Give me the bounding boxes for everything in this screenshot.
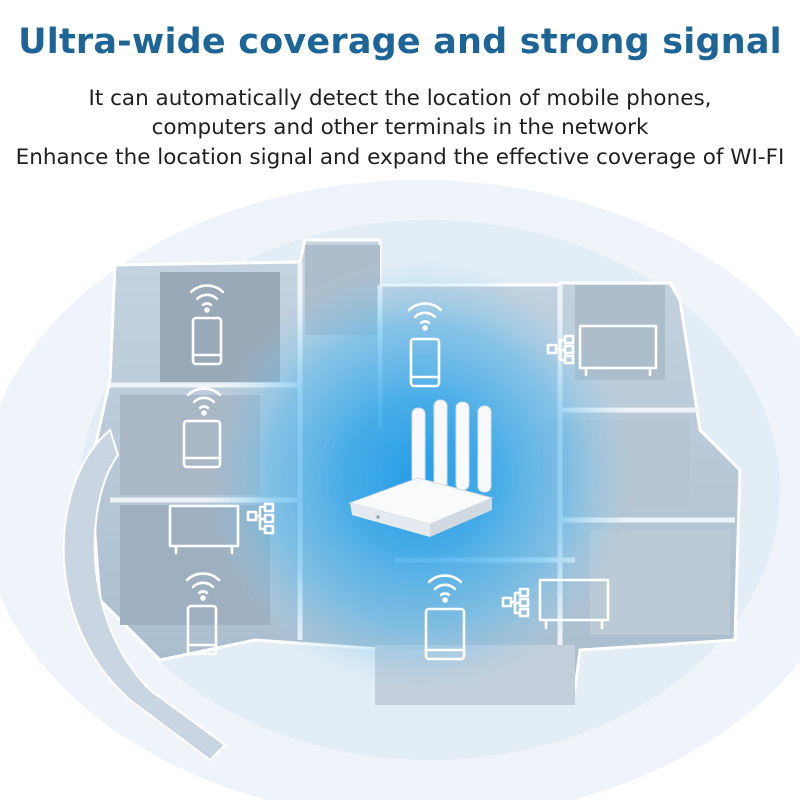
wifi-icon [407, 302, 443, 331]
router-antenna [433, 399, 448, 493]
wifi-icon [185, 572, 221, 601]
description-line-3: Enhance the location signal and expand t… [15, 145, 785, 170]
smartphone-icon [191, 316, 223, 366]
description-line-1: It can automatically detect the location… [88, 86, 712, 111]
monitor-icon [538, 578, 610, 630]
wifi-icon [427, 574, 463, 603]
router-body-front [350, 503, 430, 537]
router [348, 399, 494, 537]
network-tree-icon [246, 502, 275, 535]
smartphone-icon [186, 604, 218, 656]
router-led [376, 515, 380, 519]
network-tree-icon [546, 334, 575, 365]
monitor-icon [578, 324, 658, 377]
tablet-icon [424, 607, 466, 661]
description-line-2: computers and other terminals in the net… [151, 115, 649, 140]
headline: Ultra-wide coverage and strong signal [18, 22, 782, 62]
router-body-side [430, 498, 492, 537]
tablet-icon [182, 419, 222, 469]
balcony [62, 428, 227, 762]
router-antenna [455, 401, 470, 491]
monitor-icon [168, 504, 240, 555]
wifi-icon [189, 284, 225, 313]
smartphone-icon [409, 337, 441, 388]
network-tree-icon [501, 587, 530, 618]
router-antenna [477, 405, 492, 493]
wifi-icon [186, 387, 222, 416]
